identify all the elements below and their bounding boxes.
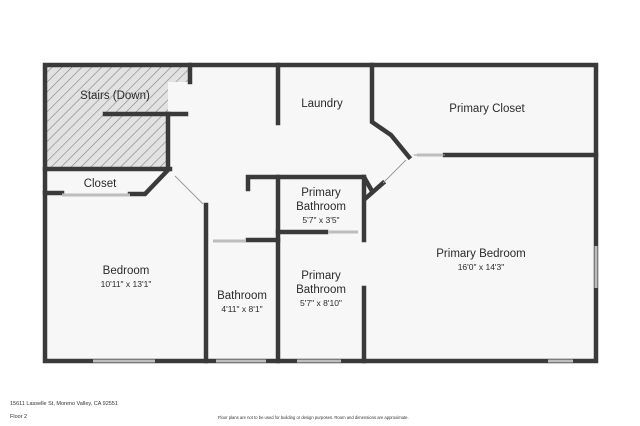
bedroom-dims: 10'11" x 13'1" <box>101 279 152 289</box>
disclaimer-text: Floor plans are not to be used for build… <box>218 415 409 420</box>
primary-closet-label: Primary Closet <box>449 103 525 115</box>
primary-bath-small-label-1: Primary <box>301 187 341 199</box>
primary-bath-large-label-1: Primary <box>301 270 341 282</box>
bathroom-dims: 4'11" x 8'1" <box>221 304 262 314</box>
stairs-area <box>47 67 190 167</box>
primary-bedroom-label: Primary Bedroom <box>436 248 525 260</box>
bathroom-label: Bathroom <box>217 290 267 302</box>
closet-label: Closet <box>84 178 117 190</box>
primary-bath-large-label-2: Bathroom <box>296 284 346 296</box>
primary-bath-small-dims: 5'7" x 3'5" <box>302 215 339 225</box>
primary-bedroom-dims: 16'0" x 14'3" <box>458 262 505 272</box>
windows <box>62 153 598 363</box>
bedroom-label: Bedroom <box>103 265 150 277</box>
property-address: 15611 Lasselle St, Moreno Valley, CA 925… <box>10 401 118 407</box>
primary-bath-large-dims: 5'7" x 8'10" <box>300 298 342 308</box>
stairs-label: Stairs (Down) <box>80 90 150 102</box>
laundry-label: Laundry <box>301 98 343 110</box>
walls <box>42 62 599 364</box>
floor-label: Floor 2 <box>10 414 28 420</box>
primary-bath-small-label-2: Bathroom <box>296 201 346 213</box>
